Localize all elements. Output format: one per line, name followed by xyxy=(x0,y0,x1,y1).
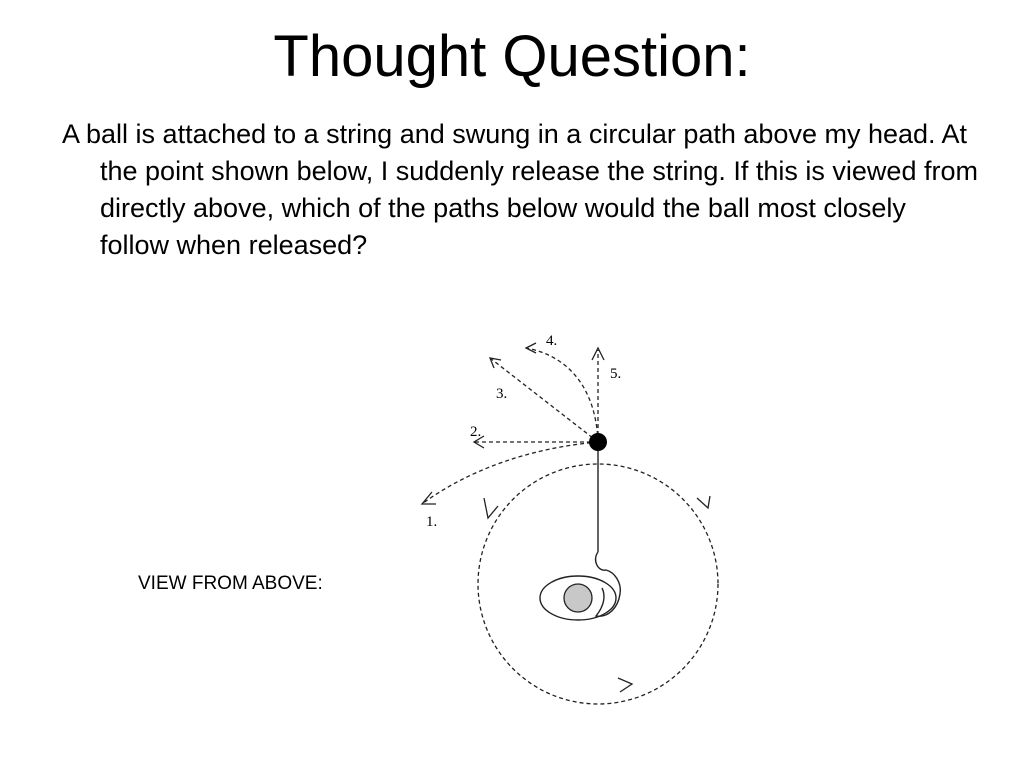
path-label-1: 1. xyxy=(426,514,437,530)
orbit-arrow-bottom xyxy=(617,677,634,693)
path-4 xyxy=(525,347,599,443)
orbit-circle xyxy=(477,463,719,705)
path-1 xyxy=(421,441,599,505)
path-4-arrowhead xyxy=(524,342,537,354)
path-1-arrowhead xyxy=(420,491,436,505)
slide-title: Thought Question: xyxy=(273,24,751,89)
question-text: A ball is attached to a string and swung… xyxy=(62,119,978,260)
path-label-2: 2. xyxy=(470,424,481,440)
orbit-arrow-left xyxy=(483,497,499,520)
path-label-3: 3. xyxy=(496,386,507,402)
ball xyxy=(589,433,607,451)
orbit-arrow-right xyxy=(696,495,711,510)
head-top xyxy=(563,583,593,613)
view-label: VIEW FROM ABOVE: xyxy=(138,573,323,594)
hand-shape xyxy=(594,551,621,617)
path-label-4: 4. xyxy=(546,333,557,349)
path-label-5: 5. xyxy=(610,366,621,382)
path-5-arrowhead xyxy=(591,346,605,361)
path-3-arrowhead xyxy=(488,357,502,369)
path-3 xyxy=(489,357,599,443)
path-2-arrowhead xyxy=(472,435,485,449)
head-outline xyxy=(539,575,617,621)
circular-motion-diagram: 1. 2. 3. 4. 5. xyxy=(420,333,719,705)
